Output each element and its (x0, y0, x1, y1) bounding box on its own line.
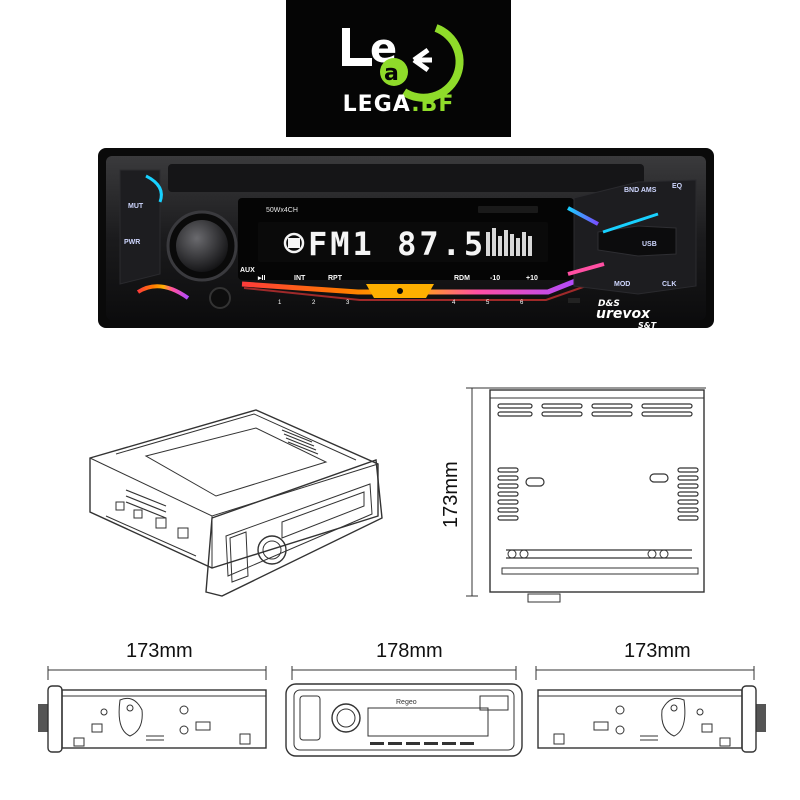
preset-6[interactable]: 6 (520, 300, 524, 306)
plus10-button[interactable]: +10 (526, 275, 538, 282)
preset-5[interactable]: 5 (486, 300, 490, 306)
usb-button[interactable] (597, 225, 677, 257)
eq-button[interactable]: EQ (672, 183, 683, 190)
int-button[interactable]: INT (294, 275, 306, 282)
left-width-label: 173mm (126, 640, 193, 662)
mic-icon (397, 288, 403, 294)
cd-slot (478, 206, 538, 213)
car-radio-photo: FM1 87.5 50Wx4CH MUT PWR AUX ▸II INT RPT… (98, 146, 714, 330)
preset-4[interactable]: 4 (452, 300, 456, 306)
rdm-button[interactable]: RDM (454, 275, 470, 282)
left-side-view-drawing (38, 666, 267, 753)
preset-1[interactable]: 1 (278, 300, 282, 306)
mod-button[interactable]: MOD (614, 281, 630, 288)
brand-sub: S&T (638, 321, 657, 330)
right-width-label: 173mm (624, 640, 691, 662)
bnd-ams-button[interactable]: BND AMS (624, 187, 657, 194)
rpt-button[interactable]: RPT (328, 275, 343, 282)
top-view-drawing (466, 387, 706, 603)
power-spec: 50Wx4CH (266, 207, 298, 214)
spectrum-icon (486, 228, 532, 256)
lcd-usb-icon (283, 232, 305, 254)
prev-label: ▸II (257, 275, 265, 282)
right-side-view-drawing (535, 666, 766, 753)
display-readout: FM1 87.5 (308, 225, 486, 263)
sd-slot (568, 298, 580, 303)
aux-port[interactable] (209, 287, 231, 309)
usb-label: USB (642, 241, 657, 248)
svg-text:a: a (384, 61, 399, 86)
logo-mark-icon: e a (342, 24, 464, 102)
logo-tld: .BF (411, 92, 455, 117)
preset-3[interactable]: 3 (346, 300, 350, 306)
mute-button[interactable]: MUT (128, 203, 144, 210)
minus10-button[interactable]: -10 (490, 275, 500, 282)
preset-2[interactable]: 2 (312, 300, 316, 306)
height-dimension-label: 173mm (440, 461, 462, 528)
power-button[interactable]: PWR (124, 239, 140, 246)
center-width-label: 178mm (376, 640, 443, 662)
logo-wordmark: LEGA.BF (286, 92, 511, 117)
aux-label: AUX (240, 267, 255, 274)
clk-button[interactable]: CLK (662, 281, 676, 288)
logo-name: LEGA (342, 92, 412, 117)
brand-logo: e a LEGA.BF (286, 0, 511, 137)
front-view-drawing: Regeo (285, 666, 523, 757)
brand-main: urevox (596, 306, 651, 322)
isometric-drawing (89, 409, 383, 597)
front-brand-label: Regeo (396, 699, 417, 706)
brand-top: D&S (598, 299, 620, 309)
